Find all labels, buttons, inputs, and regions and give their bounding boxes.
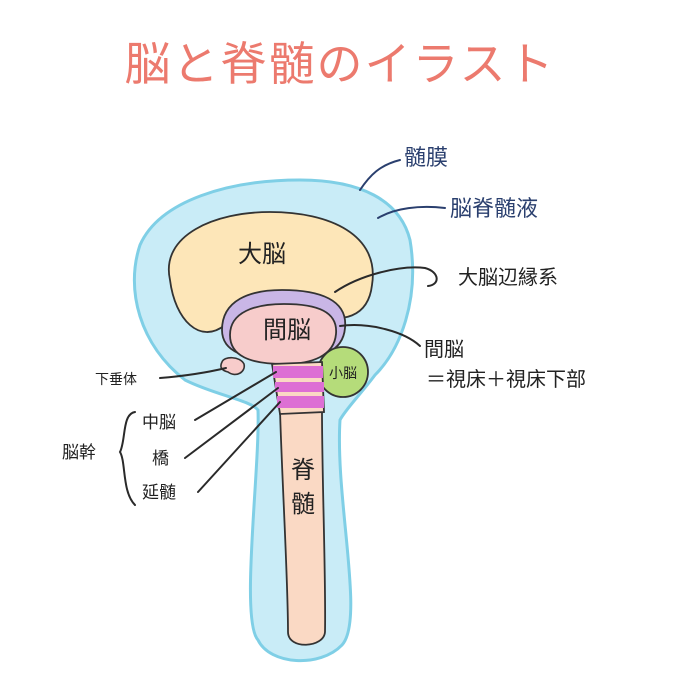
medulla-stripe [277,396,324,408]
pons-stripe [275,382,324,392]
midbrain-stripe [273,366,323,378]
diencephalon-label: 間脳 [263,316,311,344]
medulla-label: 延髄 [142,483,176,503]
brainstem-label: 脳幹 [62,442,96,463]
diencephalon-note-detail: ＝視床＋視床下部 [426,367,586,391]
meninges-leader [359,159,401,191]
pituitary-shape [220,356,246,376]
medulla-leader [197,401,281,493]
pons-label: 橋 [152,449,169,469]
limbic-label: 大脳辺縁系 [458,265,558,289]
cerebrum-label: 大脳 [238,240,286,268]
spinal-cord-label-1: 脊 [291,456,315,484]
pituitary-label: 下垂体 [95,372,137,388]
brainstem-brace [118,411,136,506]
diencephalon-shape [229,303,337,365]
title: 脳と脊髄のイラスト [124,37,555,91]
pituitary-leader [159,367,227,379]
spinal-cord-shape [279,409,327,646]
midbrain-leader [194,371,277,421]
csf-label: 脳脊髄液 [450,197,538,222]
csf-leader [377,205,446,219]
limbic-leader [334,266,438,293]
meninges-label: 髄膜 [404,146,448,171]
spinal-cord-label-2: 髄 [291,490,315,518]
midbrain-label: 中脳 [142,413,176,433]
pons-leader [184,387,279,459]
cerebellum-label: 小脳 [329,366,357,382]
diencephalon-leader [339,324,421,347]
diencephalon-note-label: 間脳 [424,337,464,361]
